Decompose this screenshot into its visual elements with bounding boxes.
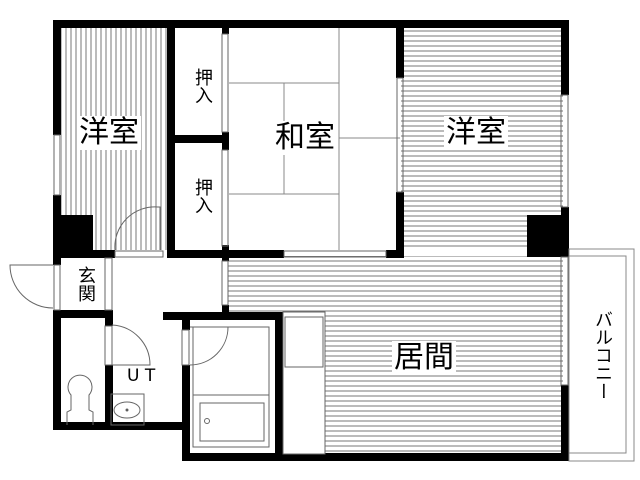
walls bbox=[53, 20, 569, 461]
living-room-floor bbox=[228, 256, 563, 312]
balcony-outline bbox=[568, 248, 635, 462]
bathroom-inner bbox=[192, 326, 270, 448]
door-bath bbox=[189, 326, 229, 366]
door-western-left bbox=[114, 206, 161, 251]
room-label-utility: U T bbox=[127, 366, 156, 386]
bathroom bbox=[192, 326, 270, 448]
bathtub-icon bbox=[199, 402, 265, 442]
door-swings bbox=[9, 206, 229, 366]
room-label-western-right: 洋室 bbox=[444, 115, 508, 150]
living-room-floor-lower bbox=[325, 312, 563, 454]
room-label-western-left: 洋室 bbox=[77, 115, 141, 150]
room-label-living: 居間 bbox=[392, 340, 456, 375]
room-label-japanese: 和室 bbox=[273, 120, 337, 155]
room-label-closet-lower: 押入 bbox=[189, 174, 213, 218]
room-label-closet-upper: 押入 bbox=[189, 64, 213, 108]
room-label-balcony: バルコニー bbox=[592, 310, 613, 400]
openings bbox=[53, 33, 569, 386]
washbasin-icon bbox=[110, 393, 145, 426]
kitchen-counter bbox=[282, 311, 326, 455]
room-label-entrance: 玄関 bbox=[72, 262, 96, 306]
tatami-grid bbox=[229, 28, 400, 250]
toilet-icon bbox=[66, 374, 94, 425]
door-entrance bbox=[9, 264, 54, 309]
door-toilet bbox=[111, 324, 151, 366]
